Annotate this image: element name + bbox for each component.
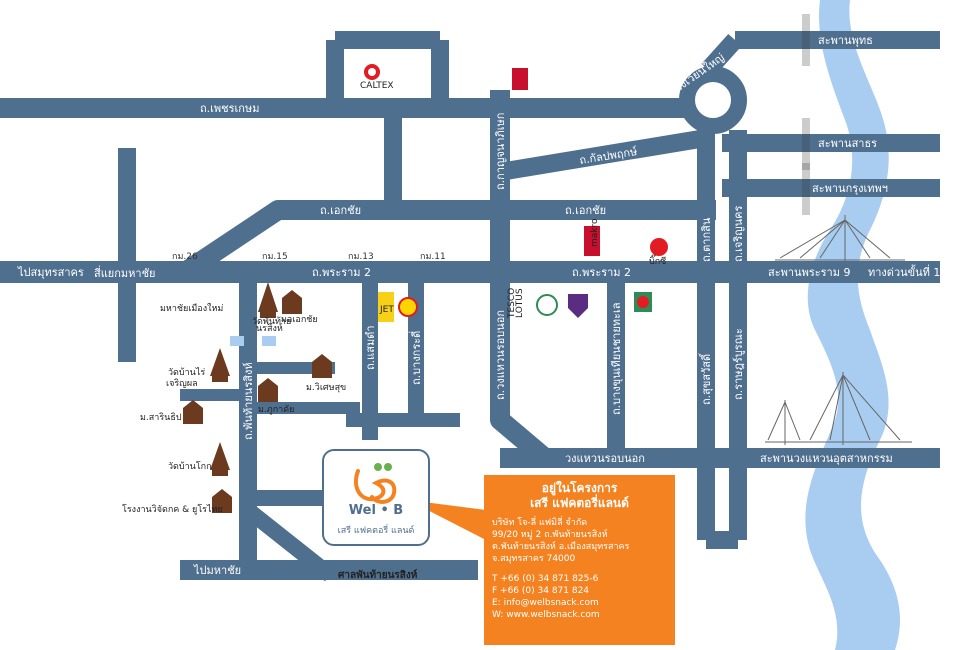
label-phanthai: ถ.พันท้ายนรสิงห์ <box>242 362 255 440</box>
roads <box>0 31 940 582</box>
label-bangkradi: ถ.บางกระดี่ <box>408 331 423 385</box>
info-tel: T +66 (0) 34 871 825-6 <box>492 574 599 584</box>
km-15: กม.15 <box>262 252 288 262</box>
place-mo-wisetsuk: ม.วิเศษสุข <box>306 382 346 393</box>
label-charoennakhon: ถ.เจริญนคร <box>732 205 745 262</box>
bigc-logo-icon: บิ๊กซี <box>649 238 668 267</box>
label-bridge-rama9: สะพานพระราม 9 <box>768 266 850 279</box>
info-web-link[interactable]: W: www.welbsnack.com <box>492 610 600 620</box>
label-expressway: ทางด่วนขั้นที่ 1 <box>868 264 940 279</box>
label-rama2-right: ถ.พระราม 2 <box>572 266 631 279</box>
info-address-1: 99/20 หมู่ 2 ถ.พันท้ายนรสิงห์ <box>492 530 608 540</box>
mall-logo-icon <box>512 68 528 90</box>
label-ratburana: ถ.ราษฎร์บูรณะ <box>732 328 745 400</box>
place-narasingh: นรสิงห์ <box>256 322 283 334</box>
rama9-bridge-icon <box>775 215 905 262</box>
info-address-3: จ.สมุทรสาคร 74000 <box>492 554 576 564</box>
welb-subtitle: เสรี แฟคตอรี่ แลนด์ <box>337 526 415 536</box>
label-taksin: ถ.ตากสิน <box>700 217 713 262</box>
km-26: กม.26 <box>172 252 198 262</box>
welb-brand-name: Wel • B <box>348 503 404 518</box>
caltex-logo-icon: CALTEX <box>360 64 394 91</box>
welb-location-marker: Wel • B เสรี แฟคตอรี่ แลนด์ <box>322 449 430 546</box>
place-charoenphon: เจริญผล <box>166 378 198 389</box>
bridge-markers <box>802 14 810 215</box>
km-13: กม.13 <box>348 252 374 262</box>
svg-text:บิ๊กซี: บิ๊กซี <box>649 254 666 267</box>
pump-logo-icon <box>536 294 558 316</box>
svg-text:LOTUS: LOTUS <box>515 288 525 318</box>
place-wat-ban-rai: วัดบ้านไร่ <box>168 367 205 378</box>
info-heading-2: เสรี แฟคตอรี่แลนด์ <box>530 496 629 510</box>
jet-logo-icon: JET <box>378 292 394 322</box>
welb-logo-icon <box>354 463 397 504</box>
label-bridge-phut: สะพานพุทธ <box>818 34 873 47</box>
label-suksawat: ถ.สุขสวัสดิ์ <box>698 352 713 405</box>
label-saenda: ถ.แสมดำ <box>364 325 377 370</box>
info-company: บริษัท โจ-ลี่ แฟมิลี่ จำกัด <box>492 518 588 528</box>
info-heading-1: อยู่ในโครงการ <box>541 481 618 495</box>
svg-text:CALTEX: CALTEX <box>360 81 394 91</box>
place-factory: โรงงานวิจัดกค & ยูโรไทย <box>122 504 223 515</box>
shell-logo-icon <box>398 297 418 317</box>
industrial-ring-bridge-icon <box>765 372 912 445</box>
shield-logo-icon <box>568 294 588 318</box>
place-wat-phan-thai: วัดพันท้าย <box>252 316 291 327</box>
tesco-lotus-logo-icon: TESCO LOTUS <box>507 288 525 319</box>
km-11: กม.11 <box>420 252 446 262</box>
place-mo-sarinthip: ม.สารินธิป <box>140 412 182 423</box>
place-mo-ekkachai: มอเอกชัย <box>281 315 318 325</box>
flag-icon <box>230 336 276 346</box>
label-kanchanaphisek: ถ.กาญจนาภิเษก <box>494 113 507 190</box>
label-to-mahachai: ไปมหาชัย <box>193 564 241 577</box>
svg-text:makro: makro <box>590 218 600 247</box>
label-bridge-sathorn: สะพานสาธร <box>818 137 877 150</box>
info-address-2: ต.พันท้ายนรสิงห์ อ.เมืองสมุทรสาคร <box>492 542 630 552</box>
place-mahachai-muang-mai: มหาชัยเมืองใหม่ <box>160 303 223 314</box>
makro-logo-icon: makro <box>584 218 600 256</box>
place-sala-phanthai: ศาลพันท้ายนรสิงห์ <box>338 569 418 581</box>
info-fax: F +66 (0) 34 871 824 <box>492 586 590 596</box>
contact-info-box: อยู่ในโครงการ เสรี แฟคตอรี่แลนด์ บริษัท … <box>484 475 675 645</box>
label-rama2-left: ถ.พระราม 2 <box>312 266 371 279</box>
label-to-samutsakhon: ไปสมุทรสาคร <box>17 266 84 279</box>
label-ekkachai-right: ถ.เอกชัย <box>565 204 606 217</box>
label-bangkhunthian: ถ.บางขุนเทียนชายทะเล <box>610 303 623 415</box>
label-bridge-industrial: สะพานวงแหวนอุตสาหกรรม <box>760 452 893 465</box>
place-mo-phukamai: ม.ภูกาดัย <box>258 405 294 415</box>
svg-text:TESCO: TESCO <box>507 288 517 319</box>
label-phetkasem: ถ.เพชรเกษม <box>200 102 259 115</box>
label-wongwaen-v: ถ.วงแหวนรอบนอก <box>494 310 507 400</box>
label-bridge-krungthep: สะพานกรุงเทพฯ <box>812 182 888 195</box>
house-icon <box>183 290 332 513</box>
place-wat-ban-khok: วัดบ้านโกก <box>168 461 212 472</box>
label-wongwaen-h: วงแหวนรอบนอก <box>565 452 645 465</box>
apple-logo-icon <box>634 292 652 312</box>
svg-text:JET: JET <box>379 305 394 315</box>
info-email-link[interactable]: E: info@welbsnack.com <box>492 598 599 608</box>
label-sam-yaek: สี่แยกมหาชัย <box>94 265 156 280</box>
temple-icon <box>210 282 278 476</box>
label-ekkachai-left: ถ.เอกชัย <box>320 204 361 217</box>
chao-phraya-river <box>805 0 900 650</box>
